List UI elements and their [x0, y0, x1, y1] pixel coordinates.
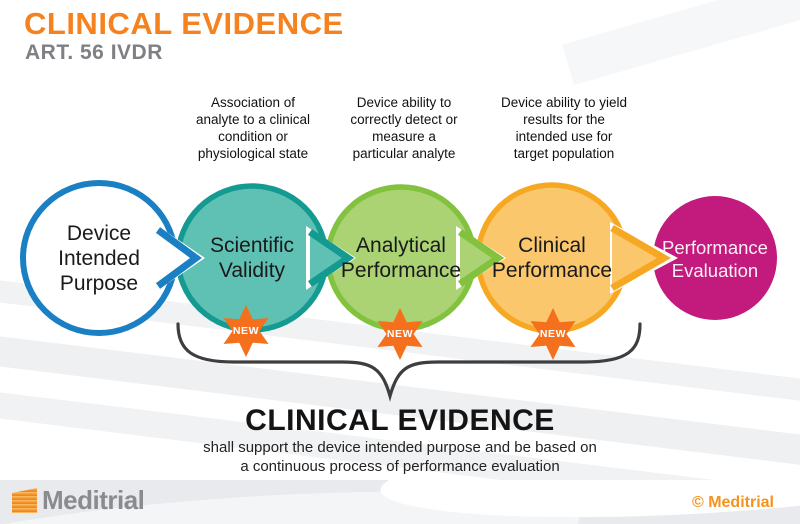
footer-band	[0, 480, 800, 524]
arrow-icon	[308, 229, 355, 287]
new-badge-label: NEW	[386, 328, 414, 340]
meditrial-logo-text: Meditrial	[42, 485, 145, 515]
summary-heading: CLINICAL EVIDENCE	[245, 404, 555, 437]
arrow-icon	[458, 229, 505, 287]
step-label-analytical-performance: Analytical Performance	[340, 234, 462, 282]
meditrial-logo: Meditrial	[12, 485, 145, 516]
step-label-device-intended-purpose: Device Intended Purpose	[58, 222, 140, 295]
annotation-clinical-performance: Device ability to yield results for the …	[500, 95, 628, 161]
meditrial-logo-icon	[12, 488, 37, 513]
copyright-text: © Meditrial	[691, 494, 774, 511]
step-label-clinical-performance: Clinical Performance	[491, 234, 613, 282]
step-circle-performance-evaluation	[653, 196, 777, 320]
arrow-icon	[155, 227, 202, 289]
new-badge-star	[530, 308, 576, 360]
step-label-scientific-validity: Scientific Validity	[209, 234, 295, 282]
new-badge-star	[223, 305, 269, 357]
new-badge-label: NEW	[232, 325, 260, 337]
annotation-scientific-validity: Association of analyte to a clinical con…	[195, 95, 311, 161]
annotation-analytical-performance: Device ability to correctly detect or me…	[350, 95, 458, 161]
page-subtitle: ART. 56 IVDR	[25, 41, 163, 64]
new-badge-star	[377, 308, 423, 360]
step-label-performance-evaluation: Performance Evaluation	[662, 237, 768, 281]
brace	[176, 322, 642, 402]
summary-text: shall support the device intended purpos…	[203, 439, 597, 475]
page-title: CLINICAL EVIDENCE	[24, 6, 344, 41]
arrow-icon	[610, 224, 672, 292]
new-badge-label: NEW	[539, 328, 567, 340]
